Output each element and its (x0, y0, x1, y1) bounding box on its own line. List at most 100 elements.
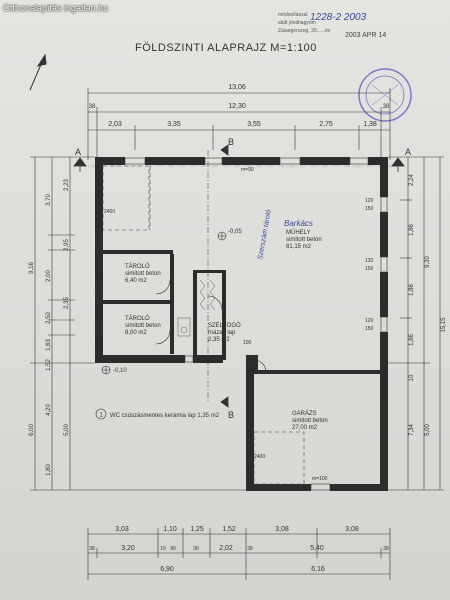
room-name-szelfogo: SZÉLFOGÓ (208, 322, 241, 329)
dim-right-inner-3: 1,86 (409, 284, 415, 296)
stamp-line-1: módosítással (278, 12, 307, 18)
dim-left-inner-1: 2,23 (64, 179, 70, 191)
dim-bottom-r2-2: 3,20 (121, 545, 135, 552)
dim-bottom-r2-9: 38 (383, 546, 389, 552)
dim-left-mid-3: 2,50 (46, 312, 52, 324)
level-marker-icon (101, 231, 227, 375)
approval-stamp: 1228-2 2003 módosítással alatt jóváhagyo… (278, 12, 412, 122)
room-area-tarolo-1: 6,40 m2 (125, 278, 147, 284)
opening-150-b: 150 (365, 266, 374, 272)
room-name-muhely: MŰHELY (286, 229, 311, 236)
dim-bottom-r1-5: 3,08 (275, 526, 289, 533)
top-dimensions (87, 88, 391, 160)
dim-bottom-r1-2: 1,10 (163, 526, 177, 533)
dim-right-mid-1: 9,30 (425, 256, 431, 268)
door-label-m90: m=90 (241, 167, 254, 173)
dim-right-inner-4: 1,86 (409, 334, 415, 346)
dim-right-inner-6: 7,34 (409, 424, 415, 436)
dim-top-38-right: 38 (383, 104, 390, 110)
dim-left-outer-1: 9,16 (29, 262, 35, 274)
dim-right-outer: 15,15 (441, 317, 447, 333)
dim-left-mid-7: 1,80 (46, 464, 52, 476)
dim-right-inner-5: 10 (409, 374, 415, 381)
room-area-tarolo-2: 8,00 m2 (125, 330, 147, 336)
room-labels: TÁROLÓ simitott beton 6,40 m2 TÁROLÓ sim… (125, 229, 328, 431)
dim-bottom-r3-1: 6,90 (160, 566, 174, 573)
opening-2400-left: 2400 (104, 209, 115, 215)
handwritten-barkacs: Barkács (284, 219, 313, 228)
room-name-tarolo-2: TÁROLÓ (125, 315, 150, 322)
section-mark-b-top: B (228, 137, 234, 147)
dim-bottom-r1-4: 1,52 (222, 526, 236, 533)
dim-left-mid-2: 2,00 (46, 270, 52, 282)
dim-bottom-r1-1: 3,03 (115, 526, 129, 533)
dashed-outlines (102, 165, 305, 485)
dim-top-part-3: 3,55 (247, 121, 261, 128)
opening-120-c: 120 (365, 318, 374, 324)
dim-right-inner-1: 2,24 (409, 174, 415, 186)
section-mark-a-right: A (405, 147, 411, 157)
room-name-garazs: GARÁZS (292, 410, 317, 417)
dim-bottom-r2-1: 38 (89, 546, 95, 552)
bottom-dimensions (87, 528, 391, 580)
dim-top-inner: 12,30 (228, 103, 246, 110)
dim-top-total: 13,06 (228, 84, 246, 91)
room-floor-tarolo-1: simitott beton (125, 271, 161, 277)
stamp-line-3: Zalaegerszeg, 20......év (278, 28, 331, 34)
section-mark-a-left: A (75, 147, 81, 157)
dim-left-mid-6: 4,20 (46, 404, 52, 416)
room-floor-szelfogo: mázas lap (208, 330, 236, 336)
dim-left-mid-1: 3,70 (46, 194, 52, 206)
room-area-szelfogo: 2,35 m2 (208, 337, 230, 343)
level-mark-2: -0,10 (113, 368, 127, 374)
opening-150-a: 150 (365, 206, 374, 212)
section-marks (73, 144, 405, 408)
dim-bottom-r2-6: 2,02 (219, 545, 233, 552)
room-name-tarolo-1: TÁROLÓ (125, 263, 150, 270)
opening-100: 100 (243, 340, 252, 346)
dim-bottom-r1-6: 3,08 (345, 526, 359, 533)
room-floor-muhely: simitott beton (286, 237, 322, 243)
stamp-line-2: alatt jóváhagyom (278, 20, 316, 26)
opening-150-c: 150 (365, 326, 374, 332)
wc-note-number: 1 (99, 413, 103, 419)
dim-top-part-5: 1,38 (363, 121, 377, 128)
room-area-muhely: 81,15 m2 (286, 244, 312, 250)
dim-left-inner-3: 2,35 (64, 297, 70, 309)
dim-bottom-r3-2: 6,16 (311, 566, 325, 573)
handwritten-szerszam: Szerszám tároló (257, 209, 273, 260)
dim-left-mid-4: 1,63 (46, 339, 52, 351)
dim-bottom-r2-7: 38 (247, 546, 253, 552)
dim-top-part-2: 3,35 (167, 121, 181, 128)
stamp-date: 2003 APR 14 (345, 32, 386, 39)
doors (155, 279, 267, 373)
room-floor-tarolo-2: simitott beton (125, 323, 161, 329)
dim-left-inner-2: 2,95 (64, 239, 70, 251)
dim-left-mid-5: 1,52 (46, 359, 52, 371)
dim-top-part-4: 2,75 (319, 121, 333, 128)
left-dimensions (30, 156, 246, 491)
dim-right-inner-2: 1,86 (409, 224, 415, 236)
wc-note-marker (95, 408, 107, 420)
dim-bottom-r1-3: 1,25 (190, 526, 204, 533)
official-seal-icon (358, 68, 412, 122)
watermark-text: Otthonalapítás ingatlan.hu (3, 3, 109, 13)
level-mark-1: -0,05 (228, 229, 242, 235)
door-label-m100: m=100 (312, 476, 328, 482)
north-arrow-icon (29, 53, 47, 91)
opening-2400-garage: 2400 (254, 454, 265, 460)
dim-top-part-1: 2,03 (108, 121, 122, 128)
plan-title: FÖLDSZINTI ALAPRAJZ M=1:100 (135, 42, 317, 54)
dim-bottom-r2-4: 90 (170, 546, 176, 552)
dim-right-mid-2: 5,00 (425, 424, 431, 436)
dim-bottom-r2-8: 5,40 (310, 545, 324, 552)
wc-note-text: WC csúszásmentes kerámia lap 1,35 m2 (110, 413, 220, 419)
room-floor-garazs: simitott beton (292, 418, 328, 424)
section-mark-b-bottom: B (228, 410, 234, 420)
dim-left-outer-2: 6,00 (29, 424, 35, 436)
opening-120-a: 120 (365, 198, 374, 204)
stair-hatch (177, 279, 216, 337)
dim-bottom-r2-5: 30 (193, 546, 199, 552)
right-dimensions (388, 156, 444, 491)
